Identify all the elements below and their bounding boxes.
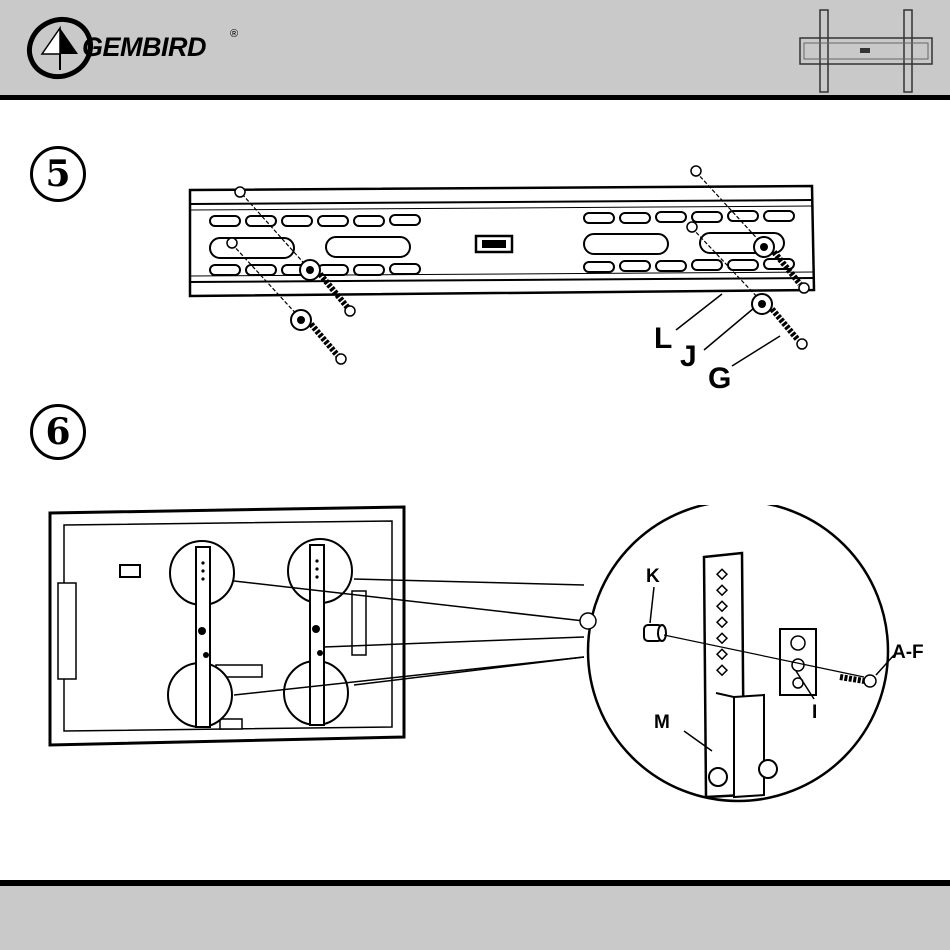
page-footer bbox=[0, 880, 950, 950]
brand-name: GEMBIRD bbox=[82, 32, 206, 63]
step-5-rail-diagram bbox=[170, 160, 830, 380]
step-5-number: 5 bbox=[30, 146, 86, 202]
callout-G: G bbox=[708, 362, 731, 396]
callout-K: K bbox=[646, 566, 660, 588]
wall-mount-thumbnail-icon bbox=[796, 8, 936, 94]
callout-I: I bbox=[812, 702, 817, 724]
step-6-number: 6 bbox=[30, 404, 86, 460]
callout-L: L bbox=[654, 322, 672, 356]
callout-J: J bbox=[680, 340, 697, 374]
callout-M: M bbox=[654, 712, 670, 734]
step-6-tv-back-diagram bbox=[44, 505, 914, 825]
registered-mark: ® bbox=[230, 28, 238, 40]
page-header: GEMBIRD ® bbox=[0, 0, 950, 100]
callout-A-F: A-F bbox=[892, 642, 924, 664]
